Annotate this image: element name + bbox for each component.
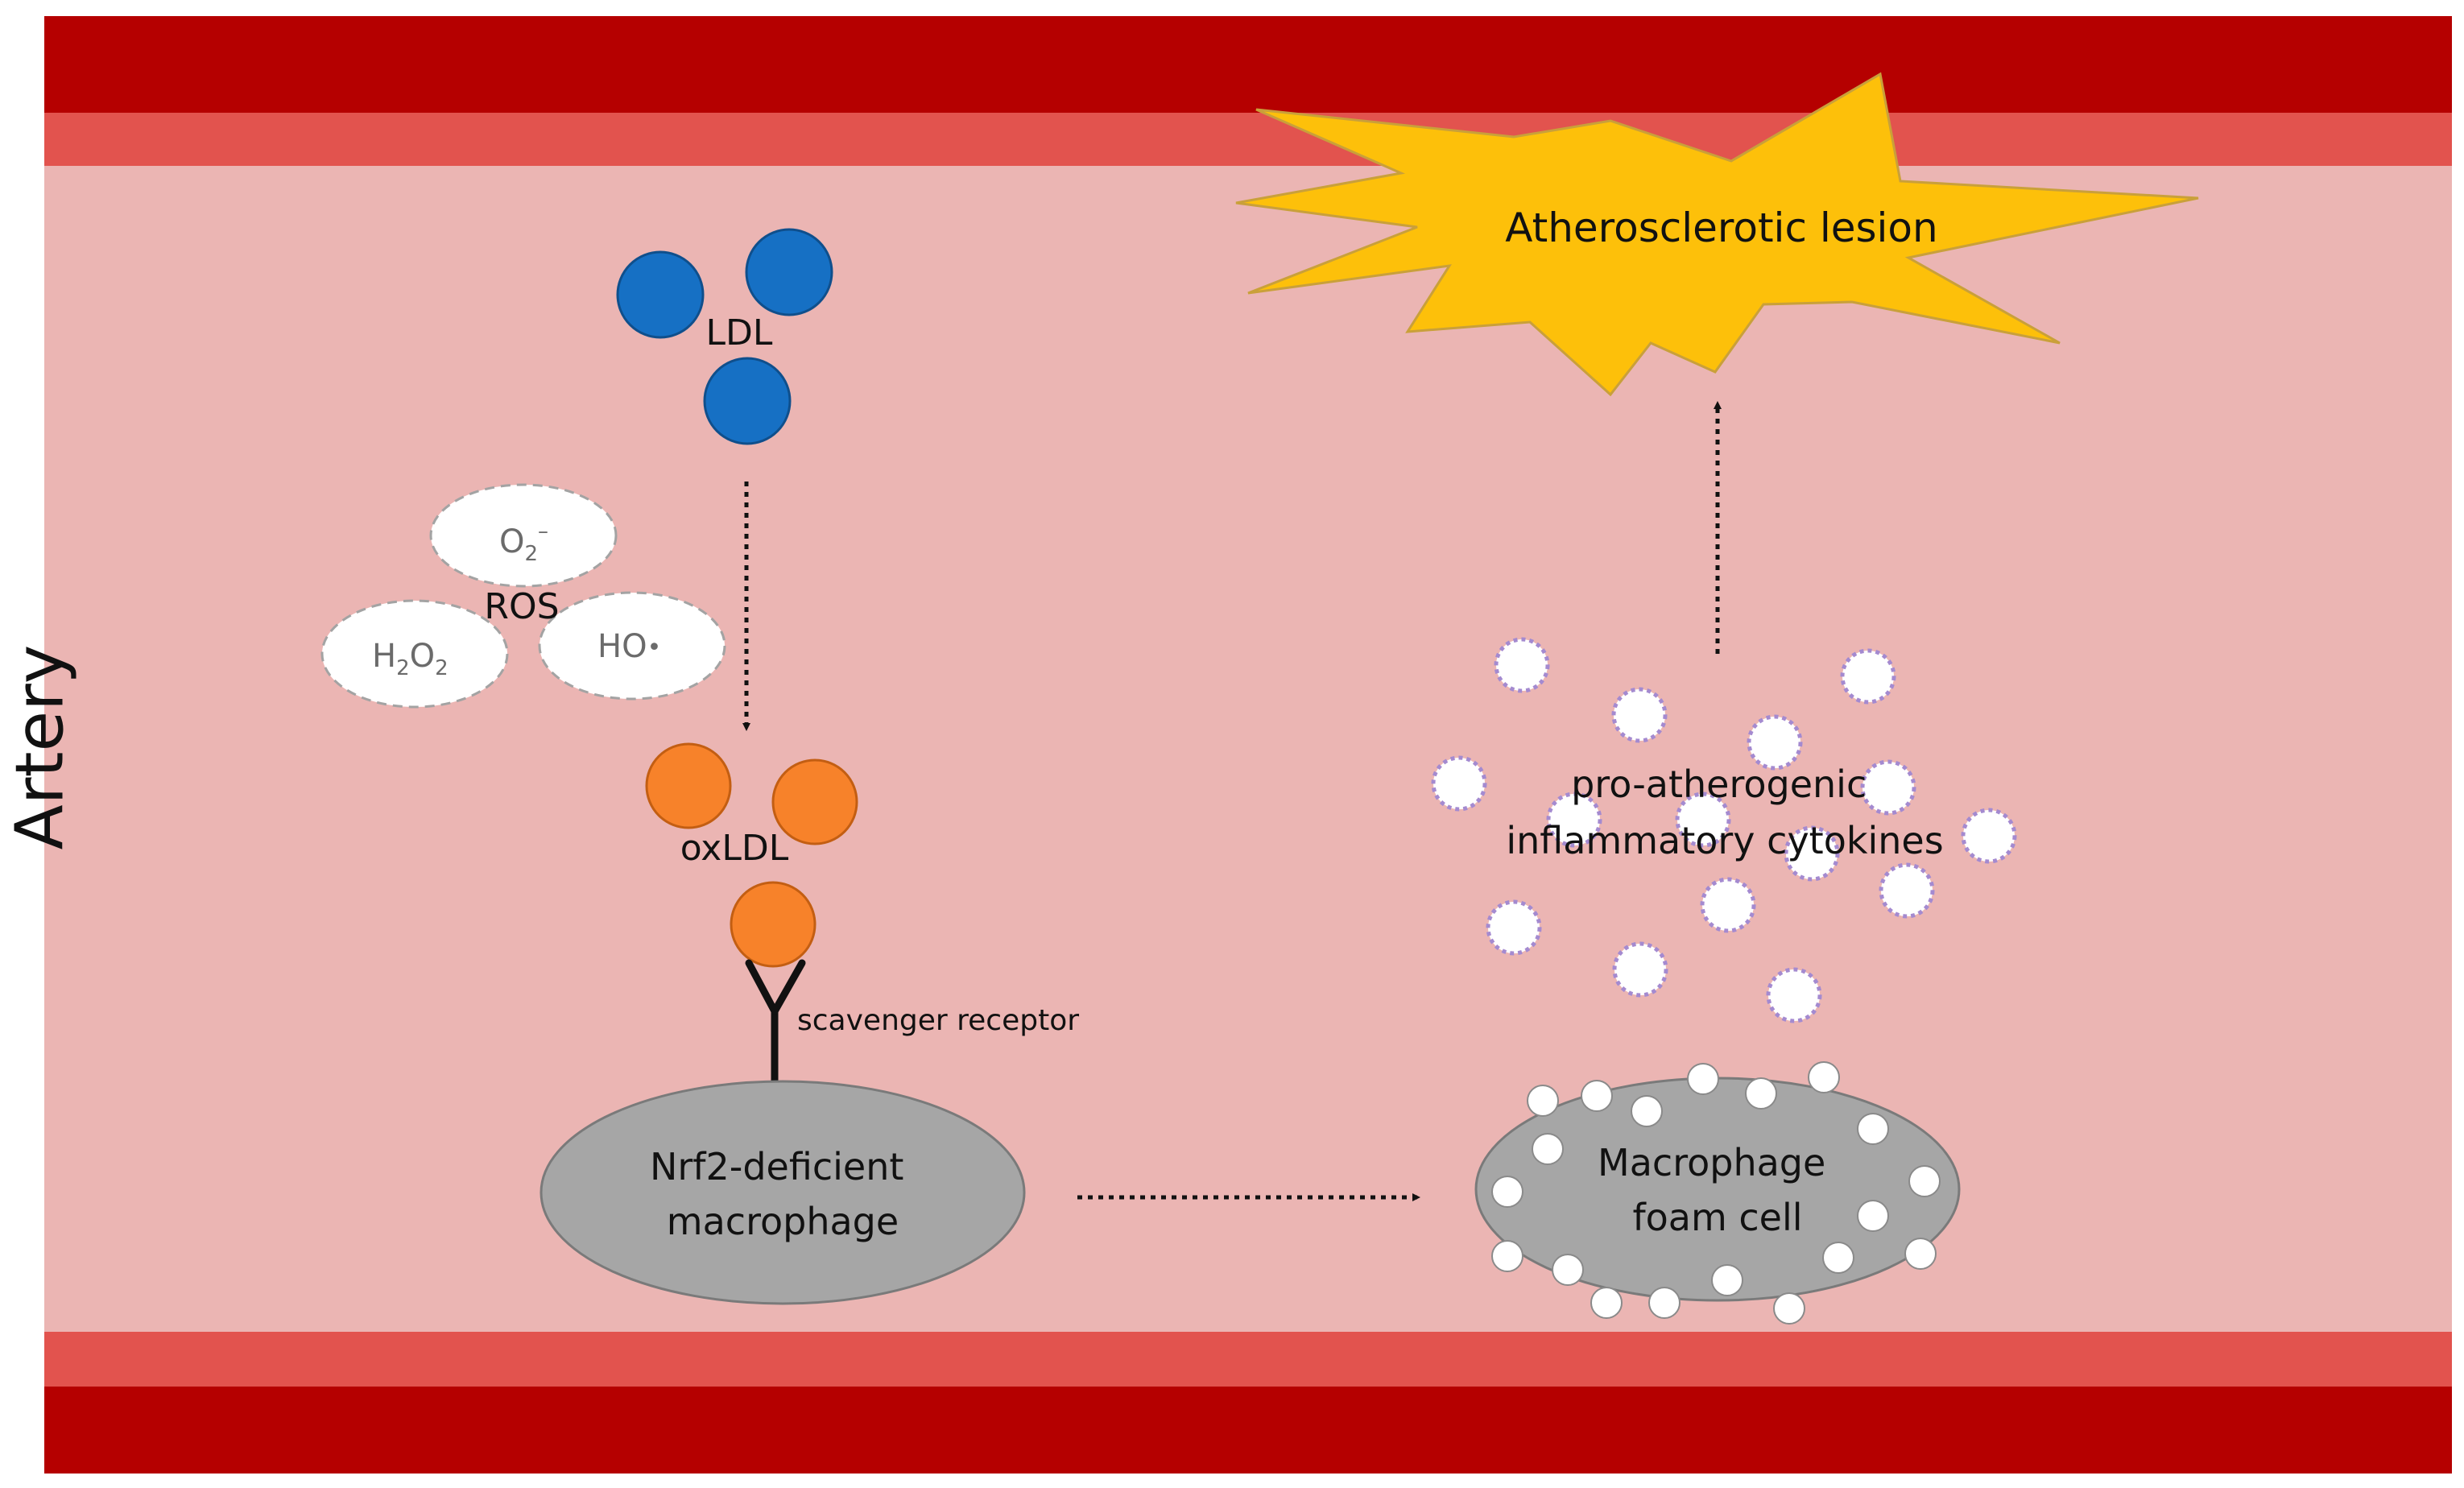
lipid-droplet — [1773, 1292, 1805, 1325]
scavenger-receptor-label: scavenger receptor — [797, 1004, 1079, 1037]
oxldl-particle — [645, 742, 732, 829]
ldl-particles — [616, 228, 833, 445]
oxldl-particle — [771, 758, 858, 845]
cytokine-particle — [1486, 899, 1542, 956]
cytokine-particle — [1879, 862, 1935, 919]
lipid-droplet — [1491, 1176, 1523, 1208]
lipid-droplet — [1808, 1061, 1840, 1093]
macrophage-label: Nrf2-deficient macrophage — [650, 1145, 916, 1243]
lipid-droplet — [1745, 1077, 1777, 1110]
oxldl-bound-particle — [730, 881, 817, 968]
cytokine-particle — [1747, 714, 1803, 771]
vessel-intima-top — [44, 113, 2452, 166]
vessel-wall-top — [44, 16, 2452, 113]
ldl-particle — [616, 250, 705, 339]
ldl-label: LDL — [706, 312, 773, 353]
cytokines-label: pro-atherogenic inflammatory cytokines — [1506, 763, 1943, 862]
macrophage-foam-cell — [1474, 1061, 1961, 1325]
oxldl-label: oxLDL — [680, 828, 789, 869]
cytokine-particle — [1612, 941, 1668, 998]
artery-label: Artery — [2, 645, 78, 850]
lipid-droplet — [1687, 1063, 1719, 1095]
cytokine-particle — [1546, 792, 1602, 848]
cytokine-particle — [1611, 687, 1668, 743]
superoxide-label: O2– — [499, 519, 548, 566]
cytokine-particle — [1784, 825, 1840, 882]
ros-superoxide-bubble — [429, 483, 618, 588]
cytokine-particle — [1961, 808, 2017, 864]
lipid-droplet — [1648, 1287, 1681, 1319]
cytokine-particle — [1766, 967, 1822, 1023]
ros-cluster: O2– H2O2 HO• ROS — [320, 483, 726, 709]
vessel-intima-bottom — [44, 1332, 2452, 1387]
atherosclerotic-lesion — [1235, 72, 2199, 397]
hydrogen-peroxide-label: H2O2 — [372, 638, 449, 680]
cytokine-particle — [1431, 755, 1487, 812]
artery-vessel — [44, 16, 2452, 1474]
cytokine-particle — [1840, 648, 1896, 705]
lipid-droplet — [1552, 1254, 1584, 1286]
lipid-droplet — [1908, 1165, 1941, 1197]
ros-hydroxyl-bubble — [538, 591, 726, 701]
cytokine-particles — [1431, 637, 2017, 1023]
vessel-wall-bottom — [44, 1387, 2452, 1474]
cytokine-particle — [1700, 877, 1756, 933]
hydroxyl-radical-label: HO• — [597, 628, 661, 665]
lipid-droplet — [1590, 1287, 1623, 1319]
lipid-droplet — [1857, 1113, 1889, 1145]
ldl-particle — [745, 228, 833, 316]
lipid-droplet — [1857, 1200, 1889, 1232]
ldl-particle — [703, 357, 792, 445]
ros-label: ROS — [484, 586, 559, 627]
ros-peroxide-bubble — [320, 599, 509, 709]
oxldl-particles — [645, 742, 858, 968]
lipid-droplet — [1527, 1085, 1559, 1117]
lesion-label: Atherosclerotic lesion — [1505, 205, 1937, 251]
vessel-lumen — [44, 166, 2452, 1332]
lipid-droplet — [1822, 1242, 1854, 1274]
foam-cell-label: Macrophage foam cell — [1598, 1141, 1838, 1239]
cytokine-particle — [1494, 637, 1550, 693]
cytokine-particle — [1860, 759, 1916, 816]
lipid-droplet — [1532, 1133, 1564, 1165]
nrf2-deficient-macrophage — [540, 1080, 1026, 1305]
cytokine-particle — [1675, 792, 1731, 848]
lipid-droplet — [1631, 1095, 1663, 1127]
lipid-droplets — [1491, 1061, 1941, 1325]
scavenger-receptor — [745, 959, 806, 1083]
lipid-droplet — [1711, 1264, 1743, 1296]
lipid-droplet — [1491, 1240, 1523, 1272]
lipid-droplet — [1581, 1080, 1613, 1112]
lipid-droplet — [1904, 1238, 1937, 1270]
